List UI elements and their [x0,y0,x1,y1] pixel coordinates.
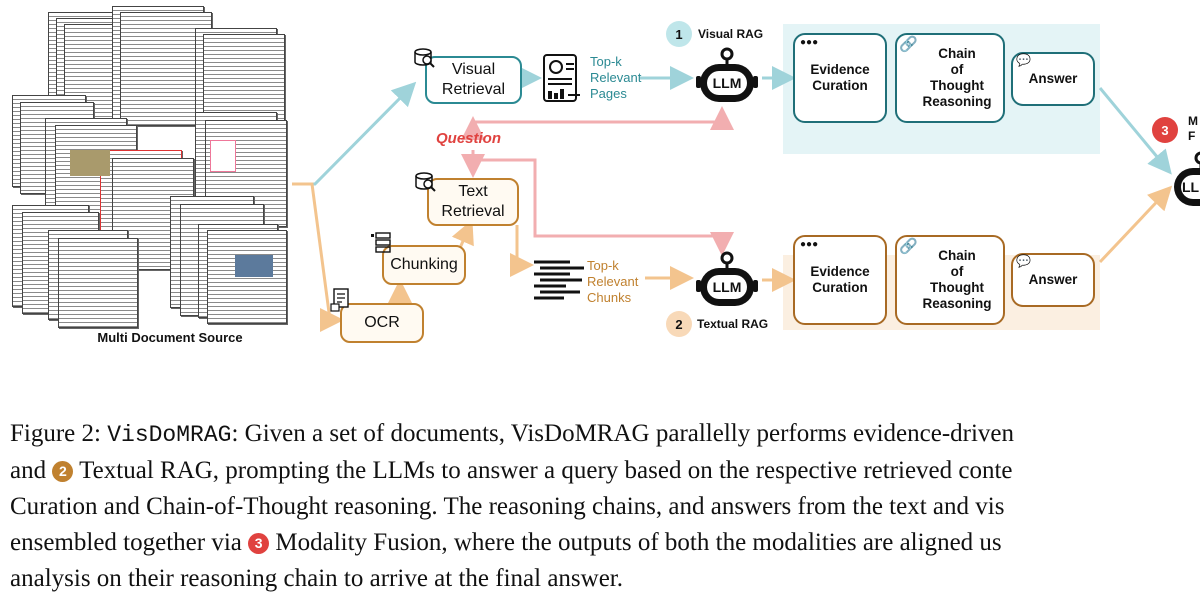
document-stack [0,0,290,330]
textual-chain-of-thought: Chain of Thought Reasoning [895,235,1005,325]
chat-bubble-icon: 💬 [1016,53,1031,67]
caption-code: VisDoMRAG [107,422,232,448]
caption-number-badge: 3 [248,533,270,554]
figure-caption: Figure 2: VisDoMRAG: Given a set of docu… [10,416,1200,597]
fusion-llm-label: LLI [1182,179,1200,195]
caption-line-3: Curation and Chain-of-Thought reasoning.… [10,489,1200,525]
answer-label: Answer [1028,71,1078,86]
pages-icon [542,53,586,105]
text-retrieval-label: Text Retrieval [441,183,505,220]
caption-line-4: ensembled together via 3 Modality Fusion… [10,525,1200,561]
fusion-badge: 3 [1152,117,1178,143]
topk-pages-label: Top-k Relevant Pages [590,54,642,101]
ocr-document-icon [330,288,352,312]
visual-rag-badge: 1 [666,21,692,47]
llm-icon-textual: LLM [694,250,760,310]
caption-line-2: and 2 Textual RAG, prompting the LLMs to… [10,453,1200,489]
chain-link-icon: 🔗 [899,36,918,53]
fusion-label: M F [1188,114,1198,143]
caption-text: Curation and Chain-of-Thought reasoning.… [10,493,1005,520]
textual-evidence-curation: Evidence Curation [793,235,887,325]
caption-text: analysis on their reasoning chain to arr… [10,565,623,592]
visual-chain-of-thought: Chain of Thought Reasoning [895,33,1005,123]
chunks-icon [370,232,394,254]
caption-text: ensembled together via [10,529,249,556]
evidence-curation-label: Evidence Curation [810,264,870,295]
caption-text: : Given a set of documents, VisDoMRAG pa… [231,420,1015,447]
llm-label: LLM [712,75,742,91]
database-search-icon [413,46,435,68]
visual-rag-label: Visual RAG [698,27,764,41]
caption-prefix: Figure 2: [10,420,108,447]
figure: Multi Document Source [0,0,1200,345]
visual-answer: Answer [1011,52,1095,106]
topk-chunks-label: Top-k Relevant Chunks [587,258,639,305]
caption-text: and [10,457,53,484]
visual-retrieval-label: Visual Retrieval [441,61,506,98]
database-search-icon-2 [414,170,436,192]
evidence-icon: ●●● [800,239,819,250]
textual-rag-label: Textual RAG [697,317,769,331]
caption-number-badge: 2 [52,461,74,482]
chunks-lines-icon [530,258,586,302]
question-label: Question [436,130,502,147]
caption-text: Textual RAG, prompting the LLMs to answe… [73,457,1013,484]
chain-of-thought-label: Chain of Thought Reasoning [922,248,992,311]
textual-answer: Answer [1011,253,1095,307]
textual-rag-badge: 2 [666,311,692,337]
visual-evidence-curation: Evidence Curation [793,33,887,123]
chat-bubble-icon: 💬 [1016,254,1031,268]
answer-label: Answer [1028,272,1078,287]
chain-link-icon: 🔗 [899,238,918,255]
connector-lines [292,66,1173,332]
chain-of-thought-label: Chain of Thought Reasoning [922,46,992,109]
caption-line-1: Figure 2: VisDoMRAG: Given a set of docu… [10,416,1200,453]
caption-text: Modality Fusion, where the outputs of bo… [269,529,1002,556]
evidence-curation-label: Evidence Curation [810,62,870,93]
llm-icon-visual: LLM [694,46,760,106]
ocr-box: OCR [340,303,424,343]
chunking-label: Chunking [390,256,458,273]
source-label: Multi Document Source [97,330,243,345]
chunking-box: Chunking [382,245,466,285]
llm-label: LLM [712,279,742,295]
evidence-icon: ●●● [800,37,819,48]
fusion-llm-icon: LLI [1168,150,1200,210]
text-retrieval-box: Text Retrieval [427,178,519,226]
caption-line-5: analysis on their reasoning chain to arr… [10,561,1200,597]
ocr-label: OCR [364,314,400,331]
visual-retrieval-box: Visual Retrieval [425,56,522,104]
